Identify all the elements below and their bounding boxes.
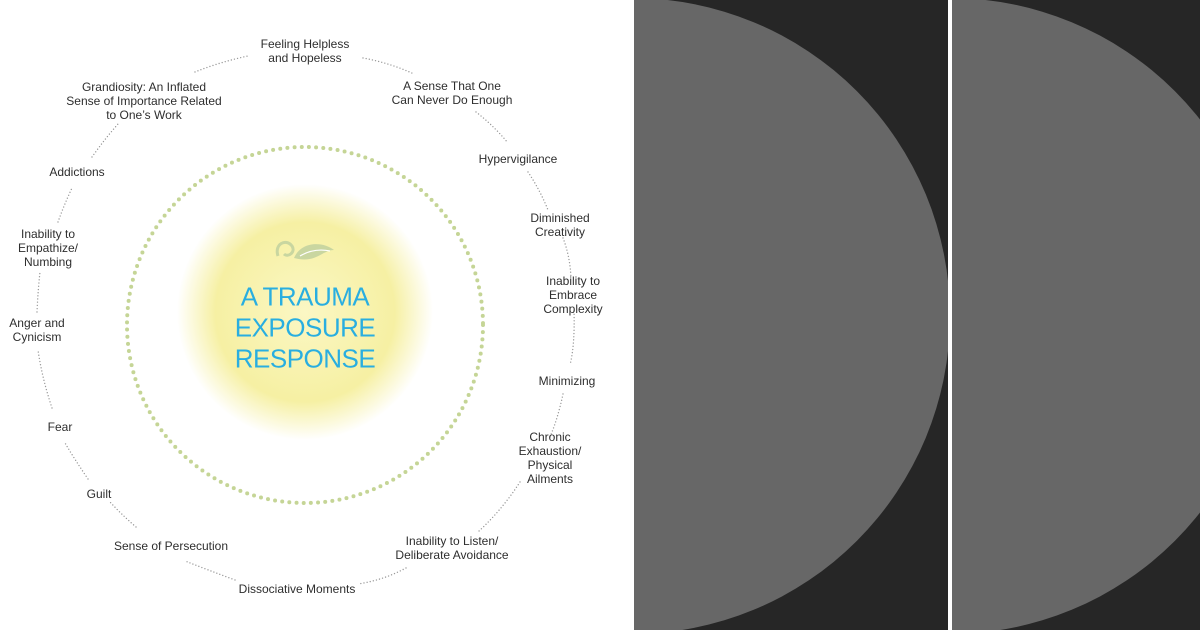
- item-hypervigilance: Hypervigilance: [478, 152, 558, 166]
- connector-arc: [91, 123, 119, 158]
- connector-arc: [549, 393, 564, 438]
- item-addictions: Addictions: [49, 165, 105, 179]
- center-title-line: A TRAUMA: [240, 281, 370, 312]
- item-inability-to-listen: Inability to Listen/ Deliberate Avoidanc…: [395, 534, 509, 562]
- item-guilt: Guilt: [86, 487, 112, 501]
- item-inability-to-empathize: Inability to Empathize/ Numbing: [17, 227, 79, 269]
- connector-arc: [562, 237, 572, 279]
- item-grandiosity: Grandiosity: An Inflated Sense of Import…: [66, 80, 222, 122]
- connector-arc: [194, 55, 249, 73]
- connector-arc: [362, 57, 415, 75]
- item-minimizing: Minimizing: [538, 374, 596, 388]
- diagram-graphics: [36, 55, 575, 585]
- connector-arc: [57, 187, 73, 223]
- gray-half-disc: [634, 0, 950, 630]
- connector-arc: [37, 349, 53, 409]
- center-glow: [177, 184, 433, 440]
- connector-arc: [357, 567, 407, 585]
- connector-arc: [475, 111, 509, 144]
- item-anger-cynicism: Anger and Cynicism: [9, 316, 65, 344]
- dotted-ring: [125, 145, 485, 505]
- connector-arc: [527, 171, 549, 211]
- item-never-do-enough: A Sense That One Can Never Do Enough: [391, 79, 513, 107]
- dark-panels: [634, 0, 1200, 630]
- panel-divider: [948, 0, 952, 630]
- center-title: A TRAUMA EXPOSURE RESPONSE: [235, 282, 376, 375]
- item-embrace-complexity: Inability to Embrace Complexity: [543, 274, 603, 316]
- item-diminished-creativity: Diminished Creativity: [530, 211, 590, 239]
- gray-half-disc: [952, 0, 1200, 630]
- item-dissociative-moments: Dissociative Moments: [238, 582, 356, 596]
- item-sense-of-persecution: Sense of Persecution: [113, 539, 229, 553]
- connector-arc: [477, 481, 521, 533]
- center-title-line: EXPOSURE: [234, 312, 376, 343]
- item-fear: Fear: [47, 420, 73, 434]
- connector-arc: [64, 442, 89, 480]
- dark-panel-right: [952, 0, 1200, 630]
- leaf-swirl-icon: [275, 240, 334, 260]
- connector-arc: [36, 271, 41, 313]
- item-feeling-helpless: Feeling Helpless and Hopeless: [260, 37, 350, 65]
- connector-arcs: [36, 55, 575, 585]
- connector-arc: [109, 501, 137, 528]
- center-title-line: RESPONSE: [234, 343, 376, 374]
- item-chronic-exhaustion: Chronic Exhaustion/ Physical Ailments: [518, 430, 582, 486]
- connector-arc: [569, 310, 575, 366]
- connector-arc: [184, 560, 236, 581]
- trauma-response-diagram: A TRAUMA EXPOSURE RESPONSE Feeling Helpl…: [9, 37, 603, 596]
- dark-panel-left: [634, 0, 950, 630]
